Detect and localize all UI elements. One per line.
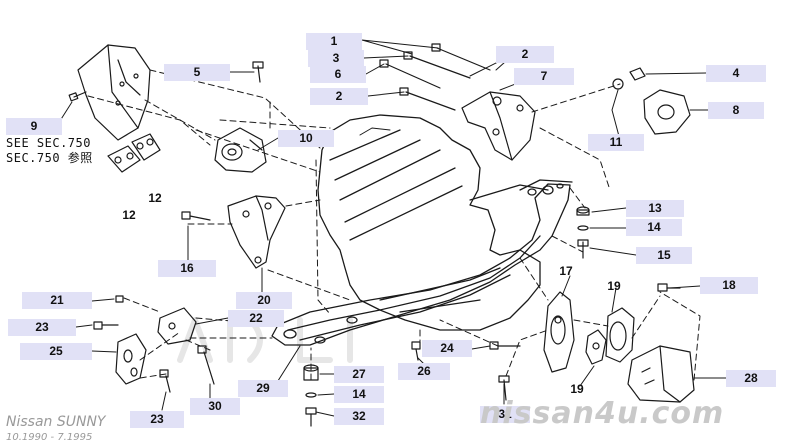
part-label-18[interactable]: 18 — [700, 277, 758, 294]
bracket-7 — [461, 91, 536, 161]
part-label-10[interactable]: 10 — [278, 130, 334, 147]
part-label-13[interactable]: 13 — [626, 200, 684, 217]
part-label-2-lower[interactable]: 2 — [310, 88, 368, 105]
part-label-25[interactable]: 25 — [20, 343, 92, 360]
bracket-20 — [227, 195, 286, 269]
insulator-19 — [585, 307, 635, 365]
part-label-8[interactable]: 8 — [708, 102, 764, 119]
plate-12-left — [107, 145, 141, 173]
part-label-22[interactable]: 22 — [228, 310, 284, 327]
part-label-19-lower[interactable]: 19 — [570, 382, 584, 396]
part-label-20[interactable]: 20 — [236, 292, 292, 309]
bolt-5 — [252, 61, 264, 83]
plate-12-right — [131, 133, 161, 161]
part-label-23-lower[interactable]: 23 — [130, 411, 184, 428]
part-label-15[interactable]: 15 — [636, 247, 692, 264]
left-upper-bracket — [77, 44, 151, 141]
part-label-3[interactable]: 3 — [308, 50, 364, 67]
part-label-14-right[interactable]: 14 — [626, 219, 682, 236]
insulator-17 — [543, 291, 575, 373]
dashed-alignment-lines — [87, 69, 701, 381]
bolts-top — [379, 43, 491, 111]
leader-lines — [57, 39, 731, 417]
part-label-7[interactable]: 7 — [514, 68, 574, 85]
part-label-16[interactable]: 16 — [158, 260, 216, 277]
model-name: Nissan SUNNY — [6, 414, 106, 430]
part-label-1[interactable]: 1 — [306, 33, 362, 50]
bolt-9 — [68, 91, 87, 102]
section-note-line1: SEE SEC.750 — [6, 136, 91, 150]
washers-13-14-15 — [576, 206, 590, 259]
part-label-31[interactable]: 31 — [480, 406, 530, 423]
part-label-28[interactable]: 28 — [726, 370, 776, 387]
part-label-29[interactable]: 29 — [238, 380, 288, 397]
part-label-5[interactable]: 5 — [164, 64, 230, 81]
part-label-21[interactable]: 21 — [22, 292, 92, 309]
part-label-30[interactable]: 30 — [190, 398, 240, 415]
part-label-19-upper[interactable]: 19 — [607, 279, 621, 293]
part-label-12-left[interactable]: 12 — [122, 208, 136, 222]
insulator-8 — [612, 67, 691, 135]
production-period: 10.1990 - 7.1995 — [6, 432, 93, 443]
section-note-line2: SEC.750 参照 — [6, 151, 93, 165]
part-label-9[interactable]: 9 — [6, 118, 62, 135]
part-label-6[interactable]: 6 — [310, 66, 366, 83]
part-label-11[interactable]: 11 — [588, 134, 644, 151]
part-label-24[interactable]: 24 — [422, 340, 472, 357]
bracket-28 — [627, 345, 695, 403]
site-watermark: nissan4u.com — [480, 396, 725, 431]
bolt-16 — [181, 211, 211, 221]
part-label-12-right[interactable]: 12 — [148, 191, 162, 205]
part-label-17[interactable]: 17 — [559, 264, 573, 278]
part-label-32[interactable]: 32 — [334, 408, 384, 425]
part-label-26[interactable]: 26 — [398, 363, 450, 380]
part-label-14-lower[interactable]: 14 — [334, 386, 384, 403]
part-label-2-upper[interactable]: 2 — [496, 46, 554, 63]
part-label-23-upper[interactable]: 23 — [8, 319, 76, 336]
part-label-27[interactable]: 27 — [334, 366, 384, 383]
part-label-4[interactable]: 4 — [706, 65, 766, 82]
